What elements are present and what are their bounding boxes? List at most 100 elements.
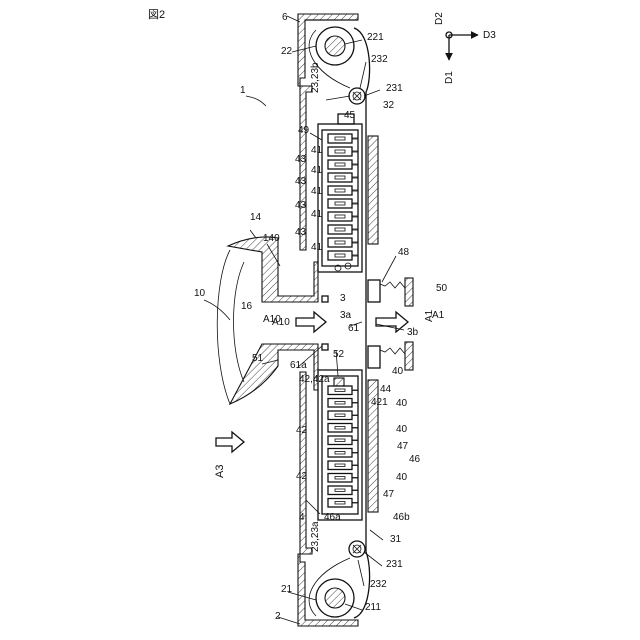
ref-label: 61 [348,323,360,334]
ref-label: 41 [311,242,323,253]
presser-upper [368,278,413,306]
ref-label: 46 [409,454,421,465]
ref-label: 2 [275,611,281,622]
ref-label: 49 [298,125,310,136]
ref-label: 42 [296,425,308,436]
ref-label: 41 [311,145,323,156]
unit-element-tab [352,242,358,243]
unit-element-tab [352,415,358,416]
unit-element-tab [352,453,358,454]
ref-label: 41 [311,209,323,220]
unit-element-tab [352,229,358,230]
unit-element-tab [352,428,358,429]
axis-d1: D1 [444,71,455,84]
unit-element-core [335,464,345,467]
seals [322,263,351,350]
ref-label: 46a [324,512,341,523]
direction-arrow-a3 [216,432,244,452]
unit-element-tab [352,190,358,191]
unit-element-tab [352,440,358,441]
unit-element-tab [352,465,358,466]
ref-label: 421 [371,397,388,408]
lower-roller [316,579,354,617]
direction-arrow-a10 [296,312,326,332]
back-plate-upper [368,136,378,244]
unit-element-core [335,241,345,244]
unit-element [328,436,352,445]
ref-label: 1 [240,85,246,96]
unit-element [328,399,352,408]
ref-label: 23,23b [310,62,321,93]
ref-label: 31 [390,534,402,545]
ref-label: 221 [367,32,384,43]
unit-element-tab [352,390,358,391]
ref-label: 16 [241,301,253,312]
ref-label: 41 [311,165,323,176]
axis-d3: D3 [483,30,496,41]
unit-element [328,160,352,169]
ref-label: 51 [252,353,264,364]
ref-label: 43 [295,154,307,165]
figure-label: 図2 [148,8,165,21]
ref-label: 47 [383,489,395,500]
unit-element [328,424,352,433]
ref-label: 52 [333,349,345,360]
unit-element [328,199,352,208]
ref-label: 46b [393,512,410,523]
axis-d2: D2 [434,12,445,25]
ref-label: 6 [282,12,288,23]
unit-element [328,461,352,470]
ref-label: 3a [340,310,352,321]
ref-label: 61a [290,360,307,371]
ref-label: 40 [392,366,404,377]
ref-label: 44 [380,384,392,395]
ref-label: 232 [371,54,388,65]
unit-element-core [335,202,345,205]
unit-element [328,147,352,156]
ref-label: A10 [272,317,290,328]
lower-unit [318,370,362,520]
unit-element-tab [352,403,358,404]
ref-label: 41 [311,186,323,197]
ref-label: 42 [296,471,308,482]
unit-element-core [335,477,345,480]
ref-label: 48 [398,247,410,258]
unit-element-core [335,189,345,192]
unit-element [328,134,352,143]
unit-element-tab [352,478,358,479]
unit-element [328,186,352,195]
tension-roller-lower [349,541,365,557]
unit-element-tab [352,216,358,217]
ref-label: 211 [365,602,381,613]
unit-element-core [335,502,345,505]
tension-roller-upper [349,88,365,104]
ref-label: 32 [383,100,395,111]
unit-element-core [335,215,345,218]
unit-element [328,225,352,234]
label-a3: A3 [214,465,226,478]
unit-element-tab [352,203,358,204]
ref-label: 10 [194,288,206,299]
ref-label: 231 [386,559,403,570]
ref-label: 231 [386,83,403,94]
unit-element-tab [352,177,358,178]
unit-element-core [335,427,345,430]
ref-label: 43 [295,200,307,211]
unit-element-core [335,254,345,257]
unit-element-core [335,439,345,442]
unit-element [328,212,352,221]
unit-element [328,411,352,420]
unit-element-tab [352,255,358,256]
ref-label: 140 [263,233,280,244]
unit-element [328,499,352,508]
unit-element [328,251,352,260]
unit-element-core [335,414,345,417]
unit-element-core [335,452,345,455]
ref-label: 45 [344,110,356,121]
ref-label: A1 [432,310,445,321]
ref-label: 50 [436,283,448,294]
unit-element-tab [352,503,358,504]
ref-label: 232 [370,579,387,590]
upper-roller [316,27,354,65]
